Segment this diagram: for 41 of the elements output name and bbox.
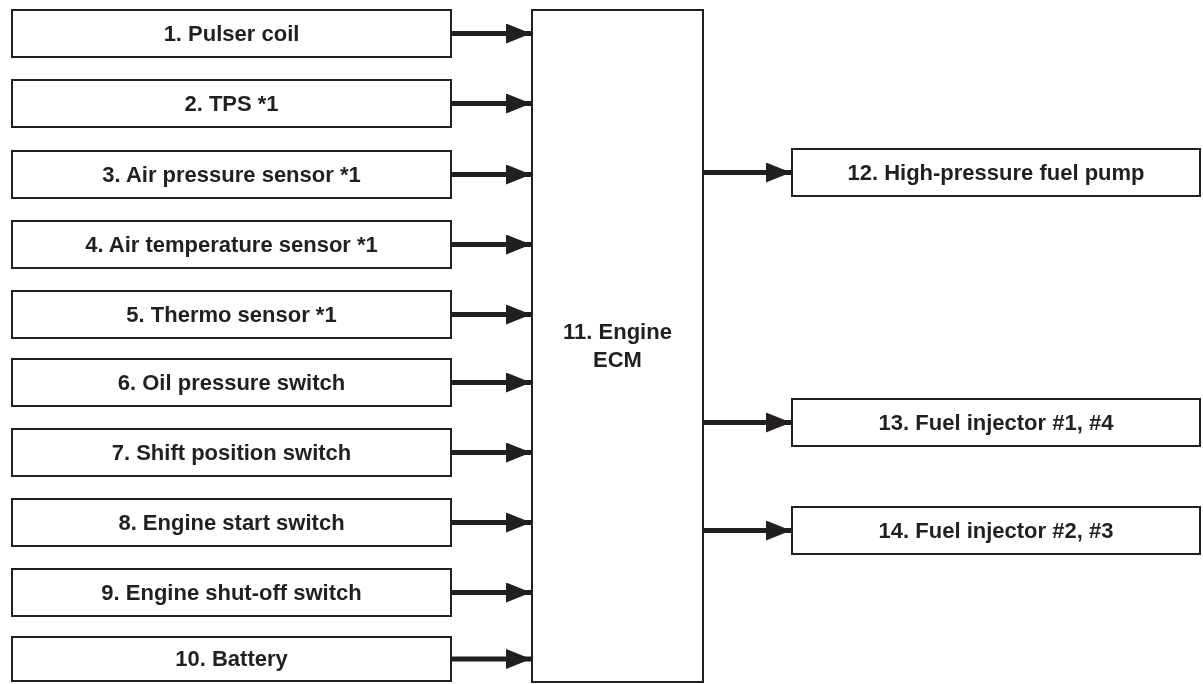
controller-box <box>531 9 704 683</box>
box-label: 14. Fuel injector #2, #3 <box>878 516 1114 545</box>
component-box <box>11 428 452 477</box>
box-label: 9. Engine shut-off switch <box>101 578 362 607</box>
arrow <box>452 23 531 44</box>
arrow <box>452 512 531 533</box>
component-box <box>11 636 452 682</box>
box-label: 7. Shift position switch <box>111 438 352 467</box>
arrow <box>452 304 531 325</box>
component-box <box>11 220 452 269</box>
box-label: 12. High-pressure fuel pump <box>847 158 1145 187</box>
component-box <box>791 506 1201 555</box>
box-label: 5. Thermo sensor *1 <box>126 300 337 329</box>
box-label: 10. Battery <box>175 645 288 673</box>
box-label: 11. Engine ECM <box>562 318 673 374</box>
component-box <box>11 568 452 617</box>
arrow <box>452 442 531 463</box>
component-box <box>11 9 452 58</box>
component-box <box>791 148 1201 197</box>
component-box <box>11 79 452 128</box>
box-label: 4. Air temperature sensor *1 <box>85 230 378 259</box>
arrow <box>452 164 531 185</box>
arrow <box>452 234 531 255</box>
component-box <box>11 150 452 199</box>
box-label: 2. TPS *1 <box>184 89 279 118</box>
arrow <box>704 520 791 541</box>
component-box <box>791 398 1201 447</box>
arrow <box>704 412 791 433</box>
box-label: 8. Engine start switch <box>118 508 345 537</box>
component-box <box>11 290 452 339</box>
arrow <box>452 93 531 114</box>
component-box <box>11 358 452 407</box>
arrow <box>452 582 531 603</box>
box-label: 1. Pulser coil <box>163 19 300 48</box>
arrow <box>452 372 531 393</box>
box-label: 6. Oil pressure switch <box>117 368 346 397</box>
arrow <box>452 649 531 669</box>
component-box <box>11 498 452 547</box>
arrow <box>704 162 791 183</box>
box-label: 3. Air pressure sensor *1 <box>102 160 361 189</box>
box-label: 13. Fuel injector #1, #4 <box>878 408 1114 437</box>
